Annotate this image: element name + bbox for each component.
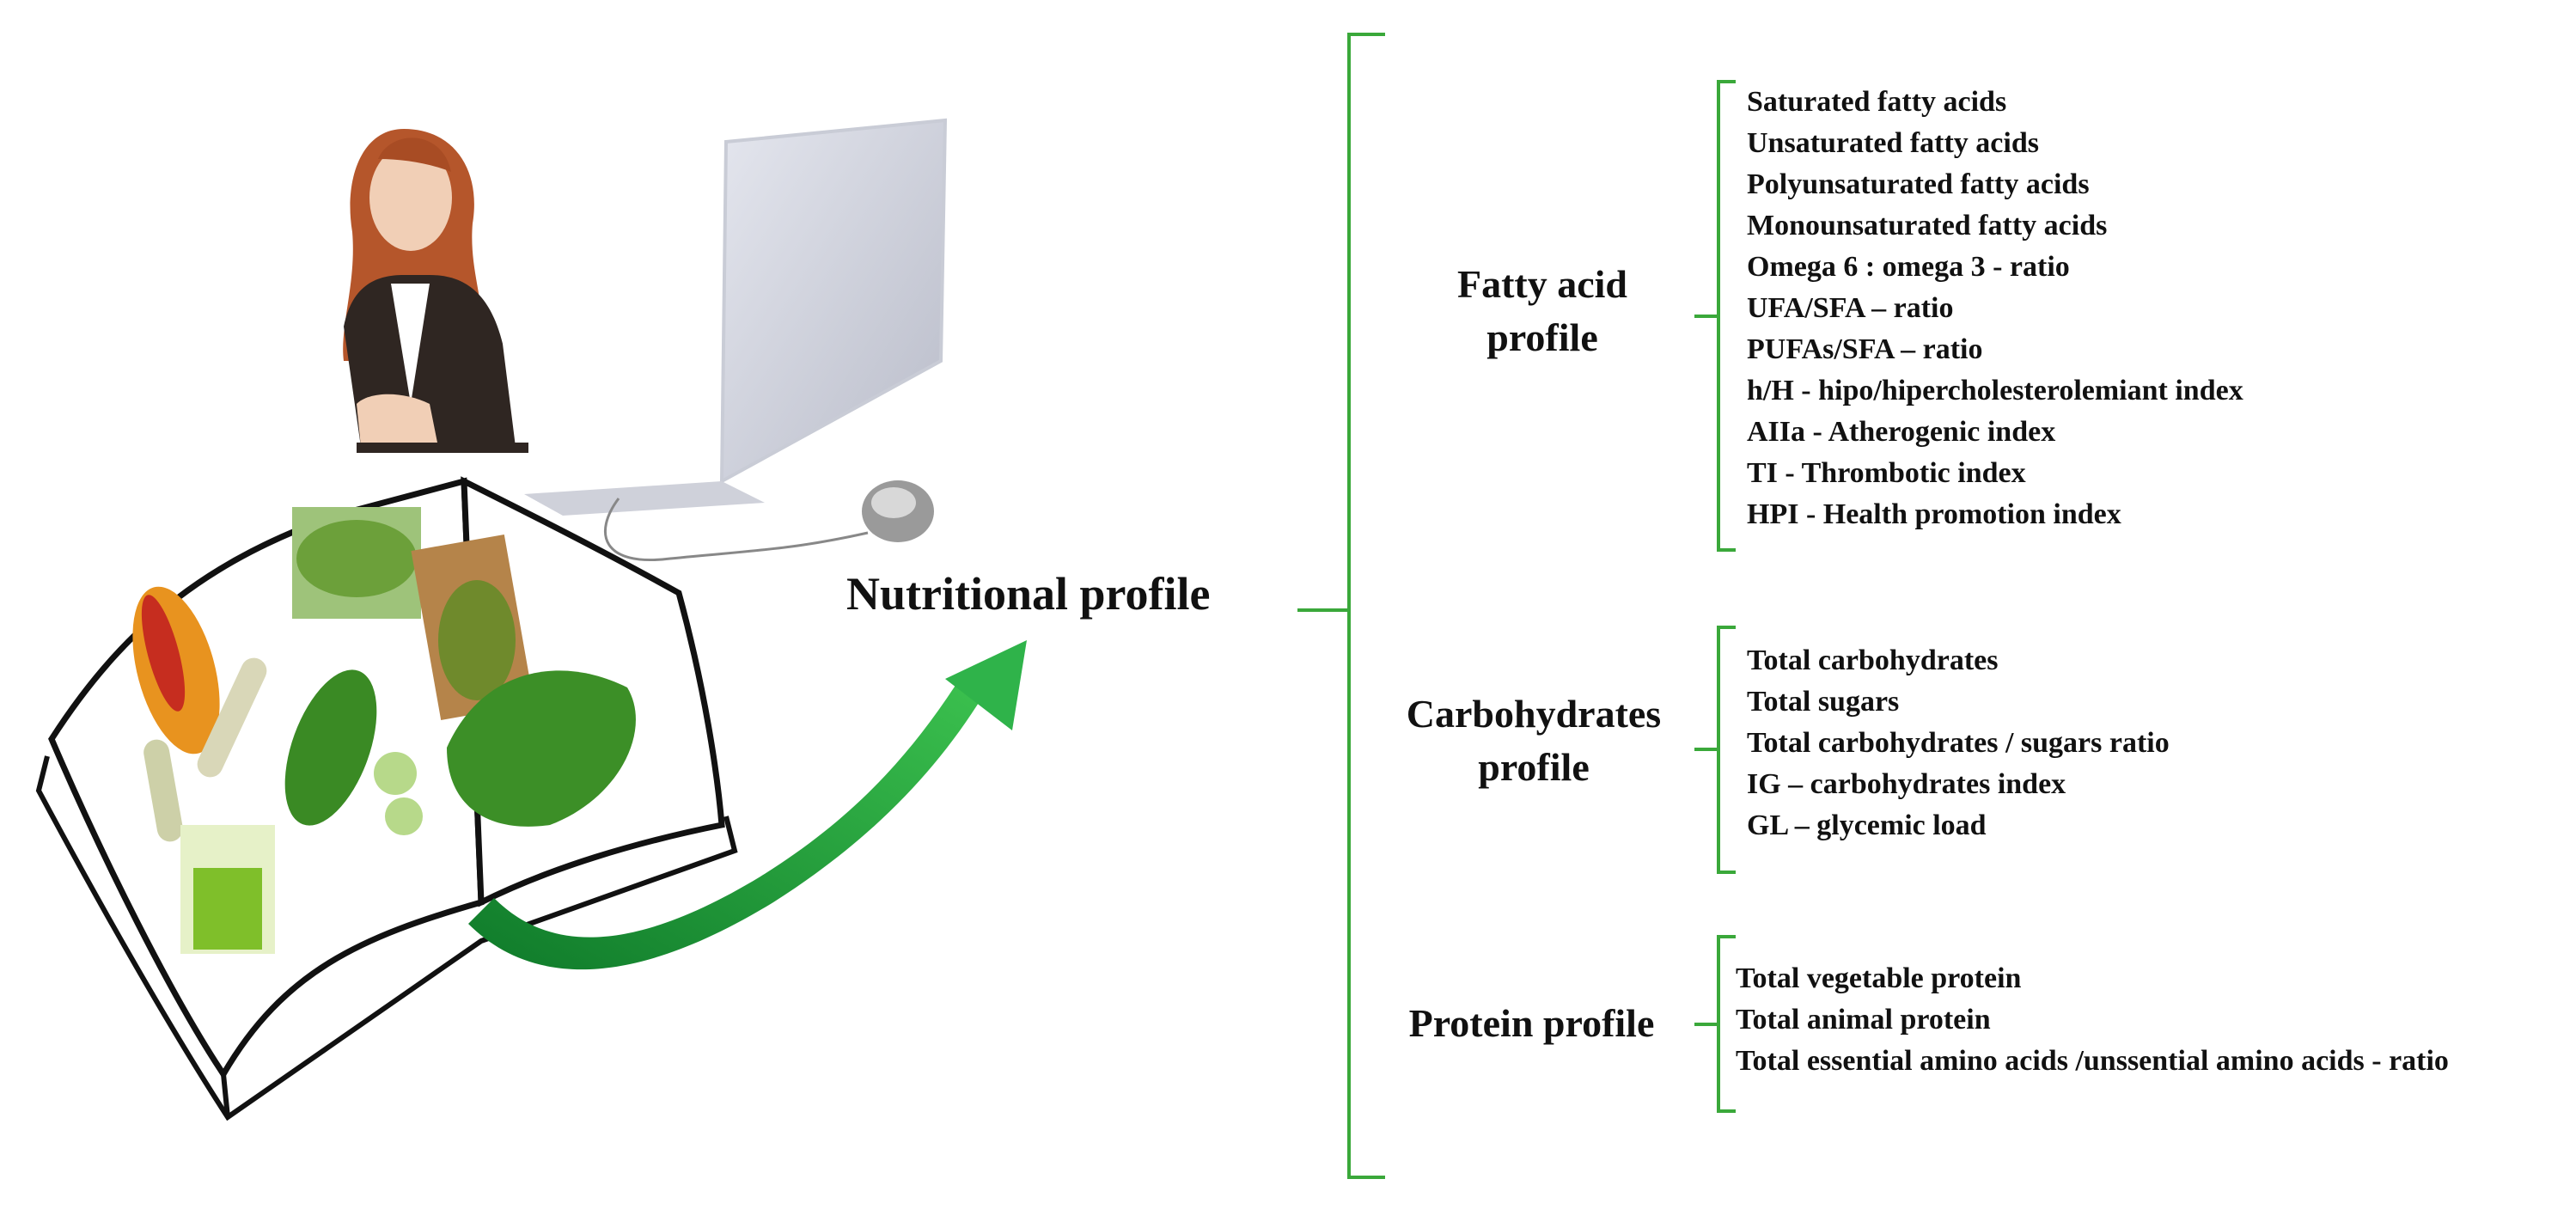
list-item: AIIa - Atherogenic index bbox=[1747, 416, 2056, 448]
laptop-icon bbox=[524, 118, 948, 516]
list-item: h/H - hipo/hipercholesterolemiant index bbox=[1747, 375, 2243, 406]
bitter-melon-green bbox=[284, 669, 377, 826]
leaf-photo bbox=[447, 670, 636, 827]
melon-slice bbox=[374, 752, 417, 795]
green-powder bbox=[438, 580, 516, 700]
list-item: Total essential amino acids /unssential … bbox=[1736, 1045, 2449, 1077]
green-bowl bbox=[296, 520, 417, 597]
main-bracket bbox=[1297, 33, 1385, 1179]
fatty-acid-label-line2: profile bbox=[1486, 315, 1598, 359]
list-item: Polyunsaturated fatty acids bbox=[1747, 168, 2090, 200]
protein-label: Protein profile bbox=[1375, 997, 1688, 1050]
list-item: GL – glycemic load bbox=[1747, 810, 1987, 841]
list-item: HPI - Health promotion index bbox=[1747, 498, 2121, 530]
mouse-cable bbox=[604, 498, 869, 561]
carbohydrates-label-line2: profile bbox=[1478, 745, 1590, 789]
melon-slice bbox=[385, 797, 423, 835]
list-item: Saturated fatty acids bbox=[1747, 86, 2007, 118]
protein-label-line1: Protein profile bbox=[1408, 1001, 1655, 1045]
list-item: TI - Thrombotic index bbox=[1747, 457, 2026, 489]
bitter-melon-icon bbox=[132, 586, 267, 842]
fatty-acid-bracket bbox=[1694, 80, 1736, 552]
list-item: UFA/SFA – ratio bbox=[1747, 292, 1954, 324]
carbohydrates-items: Total carbohydrates Total sugars Total c… bbox=[1747, 640, 2170, 846]
carbohydrates-label-line1: Carbohydrates bbox=[1406, 692, 1662, 736]
list-item: Total carbohydrates / sugars ratio bbox=[1747, 727, 2170, 759]
fatty-acid-items: Saturated fatty acids Unsaturated fatty … bbox=[1747, 82, 2243, 535]
list-item: Monounsaturated fatty acids bbox=[1747, 210, 2108, 241]
list-item: Total vegetable protein bbox=[1736, 962, 2022, 994]
fatty-acid-label-line1: Fatty acid bbox=[1456, 262, 1627, 306]
carbohydrates-bracket bbox=[1694, 626, 1736, 874]
list-item: Total carbohydrates bbox=[1747, 645, 1999, 676]
carbohydrates-label: Carbohydrates profile bbox=[1375, 687, 1693, 794]
fatty-acid-label: Fatty acid profile bbox=[1409, 258, 1676, 364]
woman-at-desk-icon bbox=[343, 129, 528, 453]
illustration bbox=[35, 118, 1027, 1121]
list-item: Total animal protein bbox=[1736, 1004, 1991, 1036]
protein-items: Total vegetable protein Total animal pro… bbox=[1736, 958, 2449, 1082]
list-item: Omega 6 : omega 3 - ratio bbox=[1747, 251, 2070, 283]
green-juice bbox=[193, 868, 262, 950]
list-item: Total sugars bbox=[1747, 686, 1900, 718]
list-item: IG – carbohydrates index bbox=[1747, 768, 2066, 800]
list-item: Unsaturated fatty acids bbox=[1747, 127, 2039, 159]
list-item: PUFAs/SFA – ratio bbox=[1747, 333, 1983, 365]
computer-mouse-icon bbox=[862, 480, 934, 542]
curved-arrow-icon bbox=[468, 640, 1027, 970]
main-label: Nutritional profile bbox=[846, 568, 1211, 620]
protein-bracket bbox=[1694, 935, 1736, 1113]
